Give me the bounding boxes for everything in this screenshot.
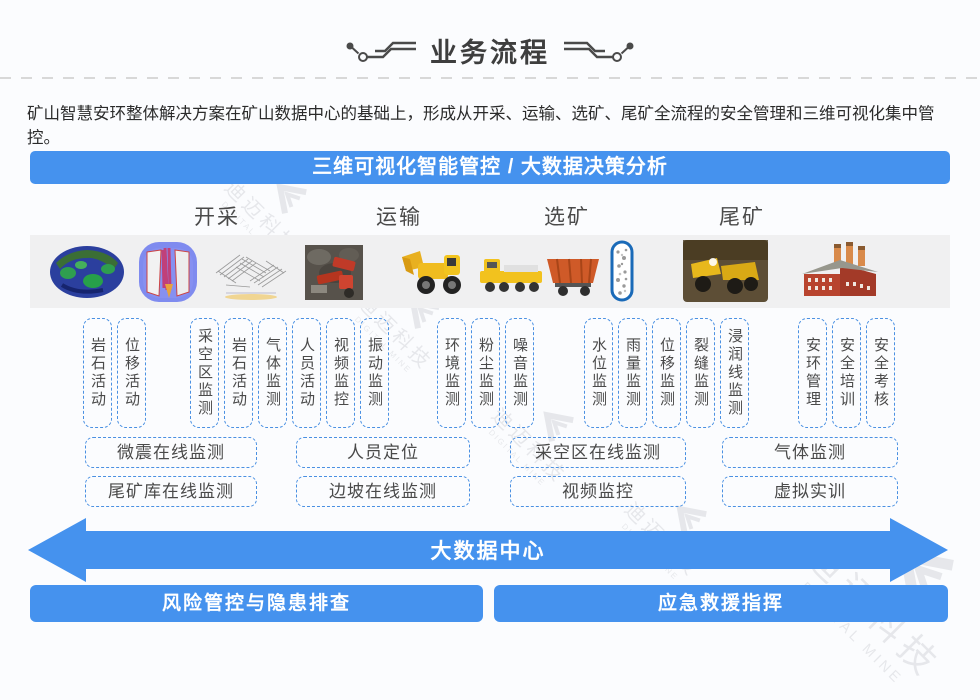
system-box: 气体监测 bbox=[722, 437, 898, 468]
monitor-label: 安全培训 bbox=[832, 318, 861, 428]
monitor-label: 岩石活动 bbox=[224, 318, 253, 428]
monitor-label: 气体监测 bbox=[258, 318, 287, 428]
business-process-page: 迪迈科技 DIGITAL MINE 迪迈科技 DIGITAL MINE 迪迈科技… bbox=[0, 31, 980, 688]
dashed-divider bbox=[0, 77, 980, 79]
monitor-label: 视频监控 bbox=[326, 318, 355, 428]
monitor-label: 安全考核 bbox=[866, 318, 895, 428]
monitor-label: 位移活动 bbox=[117, 318, 146, 428]
system-box: 采空区在线监测 bbox=[510, 437, 686, 468]
data-center-arrow: 大数据中心 bbox=[28, 518, 948, 582]
process-image-strip bbox=[30, 235, 950, 308]
mine-cart-image bbox=[547, 258, 599, 296]
mine-truck-image bbox=[683, 240, 768, 302]
system-box: 视频监控 bbox=[510, 476, 686, 507]
electric-locomotive-image bbox=[480, 259, 542, 292]
title-decoration-left bbox=[346, 41, 416, 62]
top-banner: 三维可视化智能管控 / 大数据决策分析 bbox=[30, 151, 950, 184]
monitor-label: 裂缝监测 bbox=[686, 318, 715, 428]
arrow-right-icon bbox=[890, 518, 948, 582]
ore-sample-capsule-image bbox=[610, 240, 634, 302]
emergency-rescue-banner: 应急救援指挥 bbox=[494, 585, 948, 622]
intro-text: 矿山智慧安环整体解决方案在矿山数据中心的基础上，形成从开采、运输、选矿、尾矿全流… bbox=[27, 105, 935, 147]
monitor-group-2: 采空区监测 岩石活动 气体监测 人员活动 视频监控 振动监测 bbox=[190, 318, 389, 428]
stage-label-mining: 开采 bbox=[194, 206, 240, 229]
monitor-label: 位移监测 bbox=[652, 318, 681, 428]
monitor-label: 粉尘监测 bbox=[471, 318, 500, 428]
data-center-label: 大数据中心 bbox=[85, 531, 891, 569]
monitor-group-5: 安环管理 安全培训 安全考核 bbox=[798, 318, 895, 428]
page-title: 业务流程 bbox=[430, 38, 550, 68]
terrain-model-image bbox=[50, 246, 124, 298]
monitor-group-3: 环境监测 粉尘监测 噪音监测 bbox=[437, 318, 534, 428]
risk-control-banner: 风险管控与隐患排查 bbox=[30, 585, 483, 622]
monitor-group-4: 水位监测 雨量监测 位移监测 裂缝监测 浸润线监测 bbox=[584, 318, 749, 428]
stage-label-dressing: 选矿 bbox=[544, 206, 590, 229]
title-row: 业务流程 bbox=[0, 31, 980, 70]
system-box: 虚拟实训 bbox=[722, 476, 898, 507]
monitor-label: 采空区监测 bbox=[190, 318, 219, 428]
system-box: 微震在线监测 bbox=[85, 437, 257, 468]
drilling-rig-image bbox=[305, 245, 363, 300]
title-decoration-right bbox=[564, 41, 634, 62]
monitor-label: 水位监测 bbox=[584, 318, 613, 428]
monitor-label: 振动监测 bbox=[360, 318, 389, 428]
processing-plant-image bbox=[802, 242, 878, 296]
monitor-label: 雨量监测 bbox=[618, 318, 647, 428]
system-box: 尾矿库在线监测 bbox=[85, 476, 257, 507]
mine-wireframe-image bbox=[215, 254, 287, 300]
system-box: 边坡在线监测 bbox=[296, 476, 470, 507]
monitor-label: 安环管理 bbox=[798, 318, 827, 428]
arrow-left-icon bbox=[28, 518, 86, 582]
monitor-label: 岩石活动 bbox=[83, 318, 112, 428]
stage-label-tailings: 尾矿 bbox=[719, 206, 765, 229]
geology-model-image bbox=[139, 242, 197, 302]
monitor-label: 噪音监测 bbox=[505, 318, 534, 428]
underground-loader-image bbox=[402, 251, 461, 294]
monitor-label: 环境监测 bbox=[437, 318, 466, 428]
system-box: 人员定位 bbox=[296, 437, 470, 468]
monitor-group-1: 岩石活动 位移活动 bbox=[83, 318, 146, 428]
monitor-label: 浸润线监测 bbox=[720, 318, 749, 428]
monitor-label: 人员活动 bbox=[292, 318, 321, 428]
stage-label-transport: 运输 bbox=[376, 206, 422, 229]
